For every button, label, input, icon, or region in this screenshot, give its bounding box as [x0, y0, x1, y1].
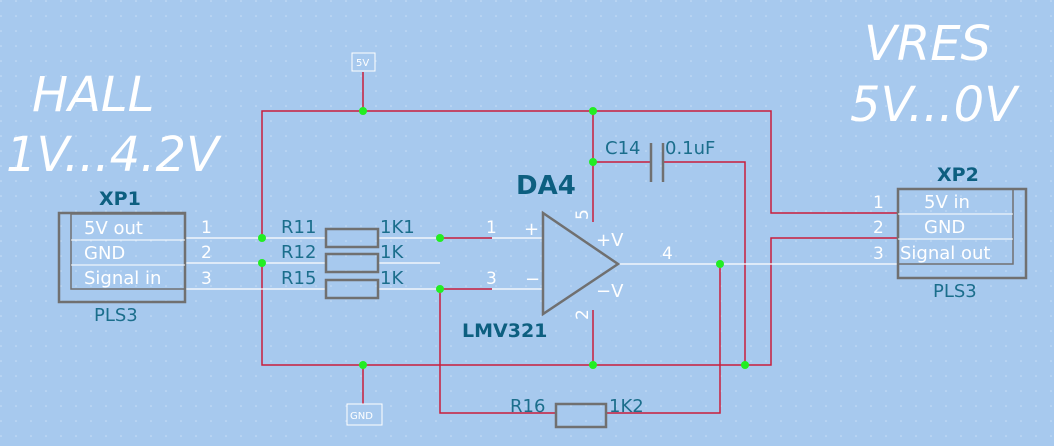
hall-annotation: HALL 1V...4.2V [6, 67, 222, 183]
xp2-pin-frame [897, 188, 1014, 265]
xp2-pin3-label: Signal out [900, 243, 991, 264]
junction-dot [258, 259, 266, 267]
r11-body [324, 227, 380, 249]
vres-annotation: VRES 5V...0V [850, 16, 1020, 133]
xp1-pin1-label: 5V out [84, 218, 143, 239]
xp2-pin1-label: 5V in [924, 192, 970, 213]
resistor-r16[interactable]: R16 1K2 [510, 396, 644, 429]
junction-dot [436, 234, 444, 242]
power-port-label: 5V [356, 58, 369, 69]
opamp-vminus-label: −V [596, 281, 624, 302]
junction-dot [359, 107, 367, 115]
opamp-triangle [541, 210, 621, 317]
gnd-rail-wire [261, 237, 898, 366]
r16-body [554, 402, 608, 429]
junction-dot [589, 158, 597, 166]
xp2-pin1-num: 1 [873, 193, 884, 213]
vres-range: 5V...0V [850, 77, 1020, 133]
r15-value: 1K [380, 268, 404, 289]
ground-port-gnd[interactable]: GND [346, 403, 383, 426]
resistor-r11[interactable]: R11 1K1 [281, 217, 415, 249]
r12-value: 1K [380, 242, 404, 263]
power-port-5v[interactable]: 5V [351, 52, 376, 72]
power-port-box [351, 52, 376, 72]
xp2-pin2-label: GND [924, 217, 965, 238]
resistor-r12[interactable]: R12 1K [281, 242, 404, 274]
hall-title: HALL [32, 67, 154, 123]
xp2-pin2-num: 2 [873, 218, 884, 238]
xp1-type: PLS3 [94, 305, 138, 326]
r15-ref: R15 [281, 268, 316, 289]
signal-wires [185, 237, 898, 290]
cap-right-wire [664, 161, 746, 365]
feedback-right-wire [606, 264, 721, 414]
junction-dot [741, 361, 749, 369]
xp1-pin2-num: 2 [201, 243, 212, 263]
junction-dot [359, 361, 367, 369]
opamp-da4[interactable]: DA4 LMV321 + − +V −V 1 3 4 5 2 [462, 171, 673, 342]
junction-dot [716, 260, 724, 268]
vres-title: VRES [864, 16, 991, 72]
junction-dot [589, 361, 597, 369]
connector-xp1[interactable]: XP1 5V out GND Signal in 1 2 3 PLS3 [57, 188, 212, 326]
xp2-type: PLS3 [933, 281, 977, 302]
junction-dot [436, 285, 444, 293]
opamp-vplus-label: +V [596, 230, 624, 251]
c14-ref: C14 [605, 138, 640, 159]
c14-value: 0.1uF [665, 138, 715, 159]
r15-body [324, 278, 380, 300]
xp1-pin2-label: GND [84, 243, 125, 264]
opamp-plus-symbol: + [524, 219, 539, 240]
r12-ref: R12 [281, 242, 316, 263]
hall-range: 1V...4.2V [6, 127, 222, 183]
opamp-pin-vplus: 5 [573, 209, 593, 220]
opamp-pin-minus: 3 [486, 269, 497, 289]
xp1-pin-frame [70, 213, 186, 290]
r16-value: 1K2 [609, 396, 644, 417]
xp2-pin3-num: 3 [873, 244, 884, 264]
ground-port-box [346, 403, 383, 426]
xp1-pin1-num: 1 [201, 218, 212, 238]
r16-ref: R16 [510, 396, 545, 417]
opamp-minus-symbol: − [525, 269, 540, 290]
junction-dots [258, 107, 749, 369]
ground-port-label: GND [350, 411, 373, 422]
xp1-pin3-num: 3 [201, 269, 212, 289]
opamp-part: LMV321 [462, 320, 547, 342]
xp2-ref: XP2 [937, 164, 979, 186]
opamp-pin-out: 4 [662, 244, 673, 264]
r11-value: 1K1 [380, 217, 415, 238]
resistor-r15[interactable]: R15 1K [281, 268, 404, 300]
vcc-rail-wire [261, 110, 898, 238]
junction-dot [589, 107, 597, 115]
xp1-ref: XP1 [99, 188, 141, 210]
power-wires [261, 72, 898, 414]
junction-dot [258, 234, 266, 242]
r12-body [324, 252, 380, 274]
opamp-pin-vminus: 2 [573, 309, 593, 320]
capacitor-c14[interactable]: C14 0.1uF [605, 138, 715, 182]
r11-ref: R11 [281, 217, 316, 238]
opamp-pin-plus: 1 [486, 218, 497, 238]
opamp-ref: DA4 [516, 171, 576, 201]
feedback-left-wire [439, 289, 556, 414]
connector-xp2[interactable]: XP2 5V in GND Signal out 1 2 3 PLS3 [873, 164, 1028, 302]
xp1-pin3-label: Signal in [84, 268, 161, 289]
